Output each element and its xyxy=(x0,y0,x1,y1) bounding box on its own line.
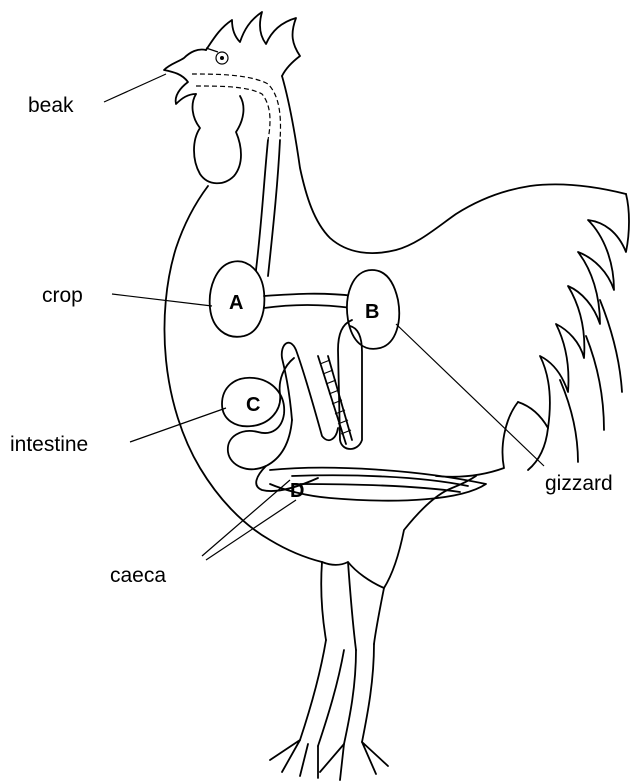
leg-left xyxy=(300,640,344,746)
crop-leader xyxy=(112,294,212,306)
label-caeca: caeca xyxy=(110,564,166,587)
head-outline xyxy=(164,49,206,104)
label-intestine: intestine xyxy=(10,433,88,456)
oesophagus xyxy=(256,140,280,276)
letter-d: D xyxy=(290,480,304,502)
leg-right xyxy=(344,644,374,744)
body-front xyxy=(164,186,322,562)
label-gizzard: gizzard xyxy=(545,472,613,495)
letter-b: B xyxy=(365,301,379,323)
caeca-leader-2 xyxy=(206,500,296,560)
neck-back xyxy=(282,76,626,253)
letter-a: A xyxy=(229,292,243,314)
beak-leader xyxy=(104,74,166,102)
toes-right xyxy=(320,742,388,780)
tail-feathers xyxy=(518,194,629,428)
crop-gizzard-tube xyxy=(264,294,354,308)
gizzard-leader xyxy=(396,324,544,466)
intestine-leader xyxy=(130,408,226,442)
label-beak: beak xyxy=(28,94,74,117)
comb xyxy=(206,12,300,76)
toes-left xyxy=(270,740,318,778)
intestine-coil xyxy=(222,378,292,469)
wattle xyxy=(193,94,244,183)
label-crop: crop xyxy=(42,284,83,307)
letter-c: C xyxy=(246,394,260,416)
body-lower xyxy=(322,476,476,588)
body-belly xyxy=(436,402,518,477)
